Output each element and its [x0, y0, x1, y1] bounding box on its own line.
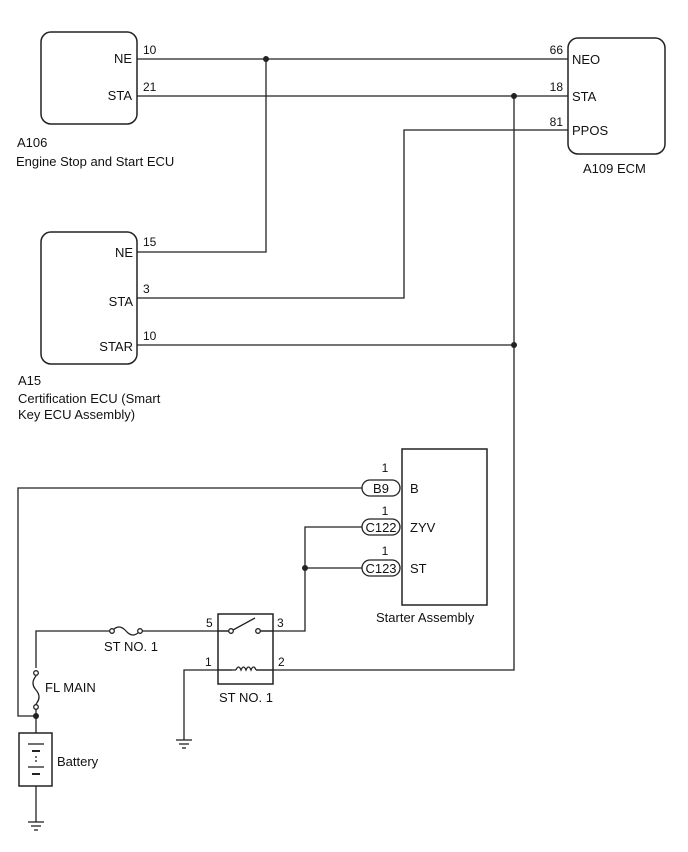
a15-terminal-sta: STA [109, 294, 134, 309]
ecm-terminal-neo: NEO [572, 52, 600, 67]
relay-name: ST NO. 1 [219, 690, 273, 705]
wire-b-terminal [17, 487, 362, 717]
engine-stop-start-ecu-box [40, 31, 138, 125]
fuse-fl-name: FL MAIN [45, 680, 96, 695]
starter-assembly-box [401, 448, 488, 606]
a106-terminal-sta: STA [108, 88, 133, 103]
connector-b9: B9 [361, 479, 401, 497]
connector-c122: C122 [361, 518, 401, 536]
ecm-pin-neo: 66 [550, 43, 564, 57]
wire-fuse-st [35, 630, 112, 668]
relay-pin-5: 5 [206, 616, 213, 630]
wire-ppos [137, 129, 568, 299]
a15-terminal-star: STAR [99, 339, 133, 354]
battery-name: Battery [57, 754, 99, 769]
ecm-terminal-ppos: PPOS [572, 123, 608, 138]
svg-text:B9: B9 [373, 481, 389, 496]
starter-pin-b: 1 [382, 461, 389, 475]
a15-name-line1: Certification ECU (Smart [18, 391, 161, 406]
starter-terminal-zyv: ZYV [410, 520, 436, 535]
a15-pin-sta: 3 [143, 282, 150, 296]
fl-main-symbol [32, 675, 40, 705]
relay-box [217, 613, 274, 685]
a106-pin-ne: 10 [143, 43, 157, 57]
a106-name: Engine Stop and Start ECU [16, 154, 174, 169]
ecm-terminal-sta: STA [572, 89, 597, 104]
fuse-st-name: ST NO. 1 [104, 639, 158, 654]
starter-pin-zyv: 1 [382, 504, 389, 518]
relay-pin-3: 3 [277, 616, 284, 630]
a15-pin-star: 10 [143, 329, 157, 343]
junction-ne [263, 56, 269, 62]
ecm-pin-ppos: 81 [550, 115, 564, 129]
starter-terminal-st: ST [410, 561, 427, 576]
connector-c123: C123 [361, 559, 401, 577]
a15-name-line2: Key ECU Assembly) [18, 407, 135, 422]
svg-text:C122: C122 [365, 520, 396, 535]
svg-text:C123: C123 [365, 561, 396, 576]
starter-pin-st: 1 [382, 544, 389, 558]
ecm-name: A109 ECM [583, 161, 646, 176]
starter-name: Starter Assembly [376, 610, 475, 625]
wire-relay-ground [183, 669, 232, 740]
ecm-pin-sta: 18 [550, 80, 564, 94]
ground-symbol-relay [176, 739, 192, 749]
relay-pin-1: 1 [205, 655, 212, 669]
ground-symbol-battery [28, 821, 44, 831]
relay-pin-2: 2 [278, 655, 285, 669]
a15-code: A15 [18, 373, 41, 388]
wire-sta-branch [256, 96, 515, 671]
wire-zyv [260, 526, 362, 632]
a106-terminal-ne: NE [114, 51, 132, 66]
relay-coil-symbol [235, 666, 257, 672]
a106-pin-sta: 21 [143, 80, 157, 94]
junction-zyv-st [302, 565, 308, 571]
wire-ne-branch [137, 59, 267, 253]
a106-code: A106 [17, 135, 47, 150]
a15-pin-ne: 15 [143, 235, 157, 249]
starter-terminal-b: B [410, 481, 419, 496]
fuse-st-symbol [111, 626, 141, 636]
junction-sta [511, 93, 517, 99]
battery-box [18, 732, 53, 787]
a15-terminal-ne: NE [115, 245, 133, 260]
junction-star [511, 342, 517, 348]
